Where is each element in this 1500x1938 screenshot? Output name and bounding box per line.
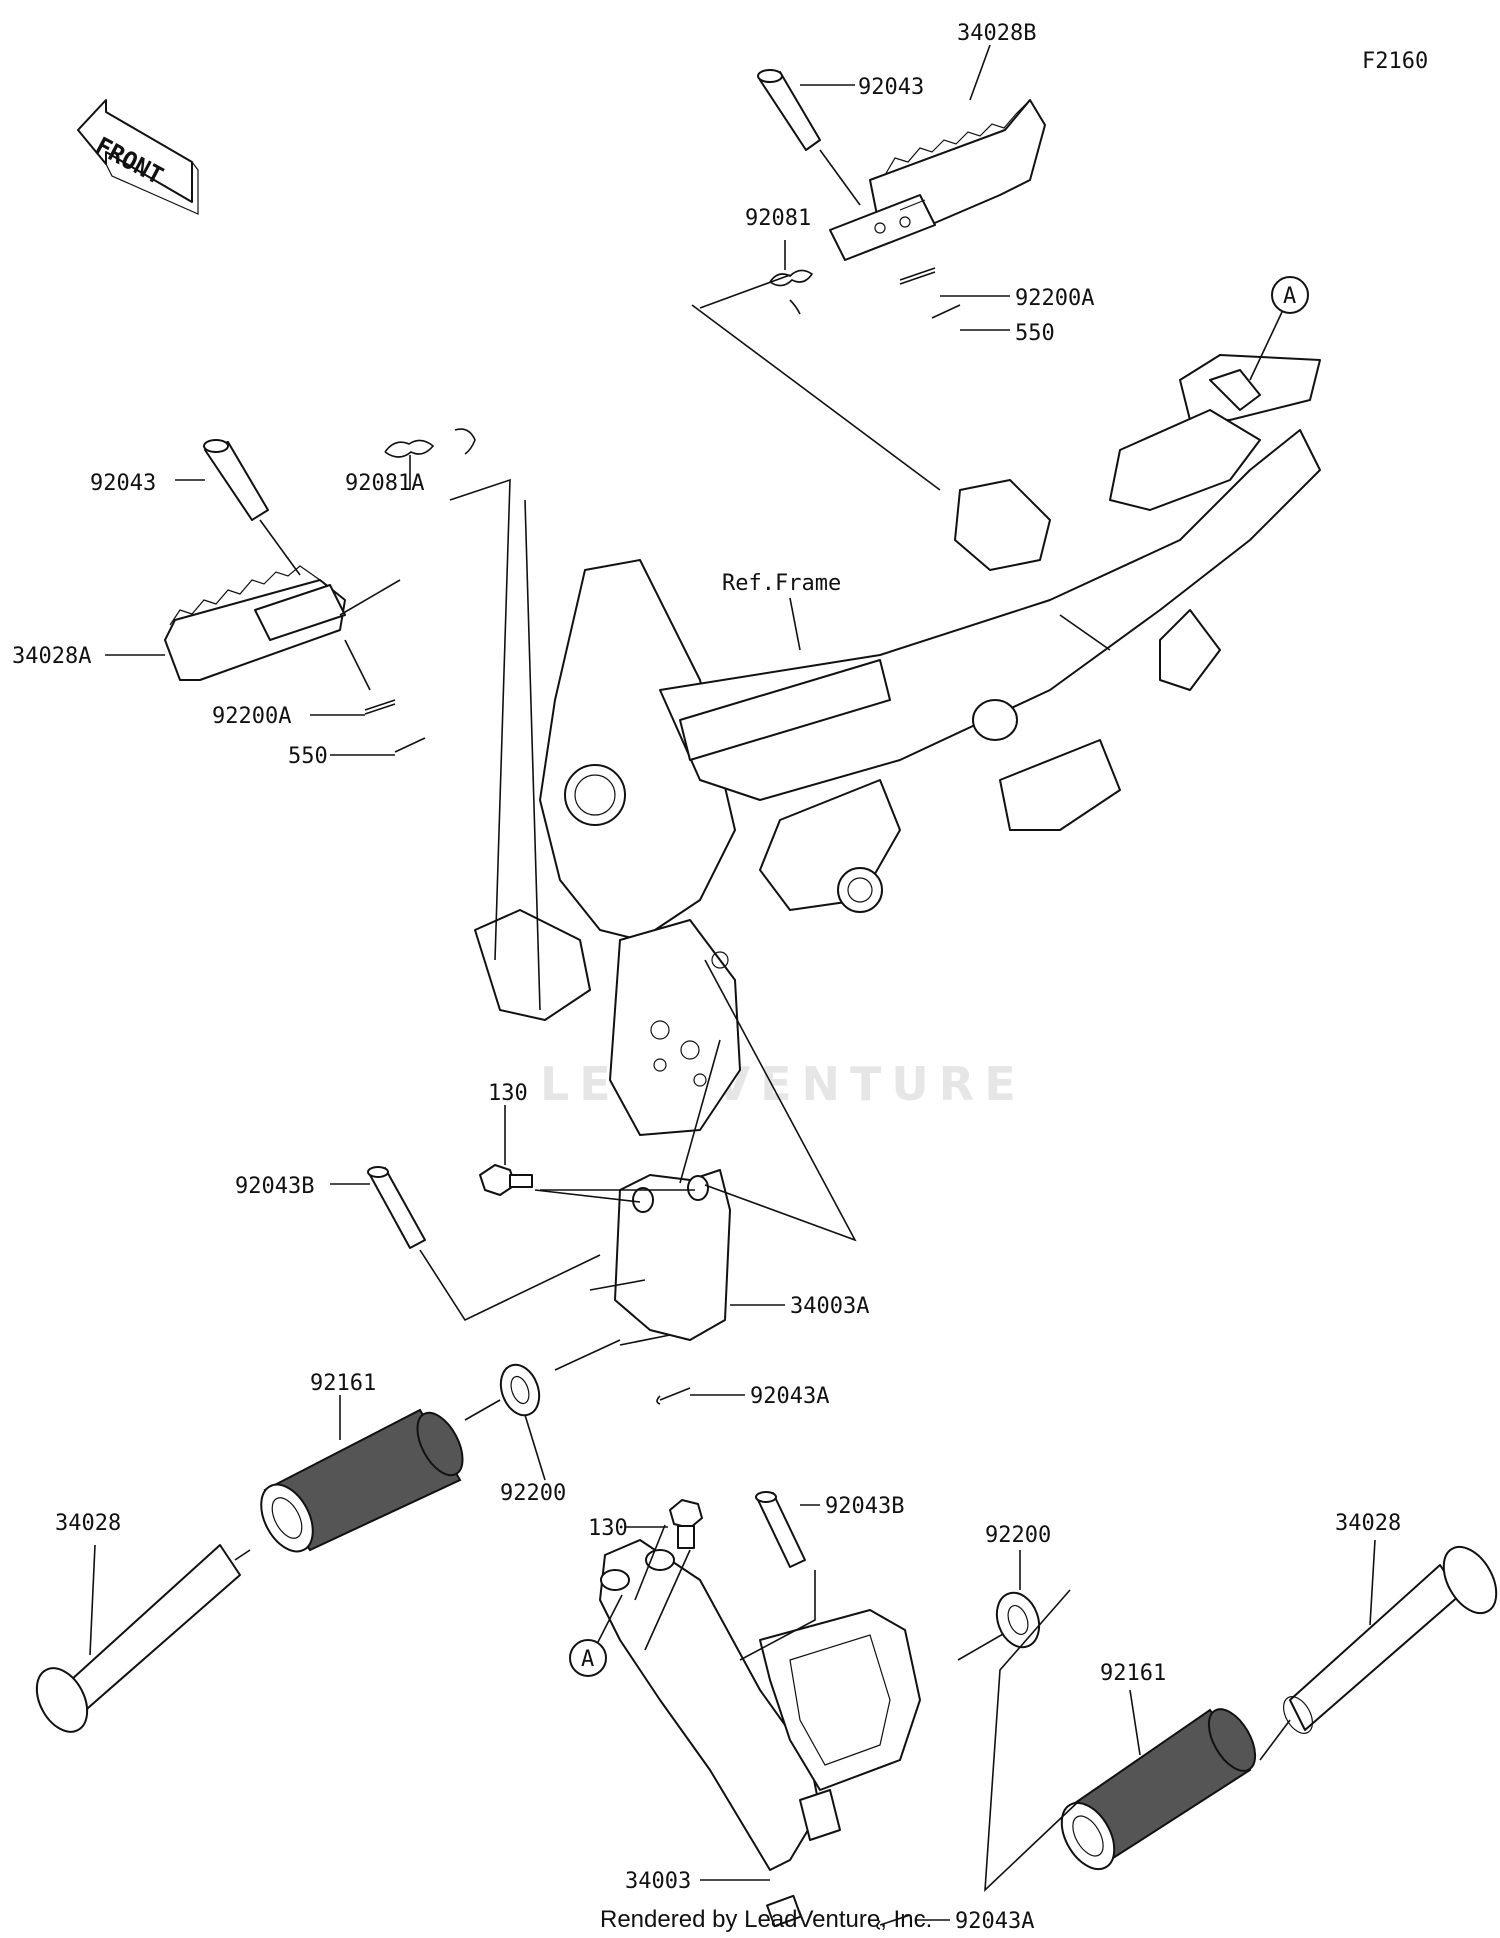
label-34028-left: 34028 [55,1511,121,1536]
bolt-130-upper-icon [479,1164,533,1196]
washer-92200-right [995,1591,1041,1649]
label-92200-right: 92200 [985,1523,1051,1548]
callout-a-top: A [1249,276,1309,381]
label-550-top: 550 [1015,321,1055,346]
peg-34028-left [35,1544,241,1733]
svg-text:A: A [581,1647,594,1672]
label-34028A: 34028A [12,644,91,669]
ref-frame-label: Ref.Frame [722,571,841,596]
callout-a-bottom: A [569,1594,623,1677]
label-92200A-left: 92200A [212,704,291,729]
label-92161-right: 92161 [1100,1661,1166,1686]
label-92043B-lower: 92043B [825,1494,904,1519]
bracket-34003A [330,959,857,1405]
label-550-left: 550 [288,744,328,769]
front-arrow-icon: FRONT [77,99,199,215]
label-92043-left: 92043 [90,471,156,496]
washer-92200-left [499,1363,541,1417]
label-92200-left: 92200 [500,1481,566,1506]
label-34003: 34003 [625,1869,691,1894]
label-130-lower: 130 [588,1516,628,1541]
label-92043B-upper: 92043B [235,1174,314,1199]
grip-92161-left [260,1408,464,1553]
frame-assembly [474,304,1321,1136]
label-130-upper: 130 [488,1081,528,1106]
label-34028B: 34028B [957,21,1036,46]
diagram-code: F2160 [1362,49,1428,74]
label-92043A-upper: 92043A [750,1384,829,1409]
label-92043A-lower: 92043A [955,1909,1034,1934]
footpeg-top-right [699,44,1046,331]
label-92081A: 92081A [345,471,424,496]
footer-credit: Rendered by LeadVenture, Inc. [600,1906,932,1933]
bolt-130-lower-icon [669,1499,703,1549]
footpeg-left [105,428,541,1011]
label-92200A-top: 92200A [1015,286,1094,311]
label-34028-right: 34028 [1335,1511,1401,1536]
peg-34028-right [1282,1545,1498,1734]
label-92081: 92081 [745,206,811,231]
bracket-34003 [599,1491,1011,1930]
label-92043-top: 92043 [858,75,924,100]
grip-92161-right [1060,1708,1257,1871]
label-92161-left: 92161 [310,1371,376,1396]
label-34003A: 34003A [790,1294,869,1319]
svg-text:A: A [1283,284,1296,309]
